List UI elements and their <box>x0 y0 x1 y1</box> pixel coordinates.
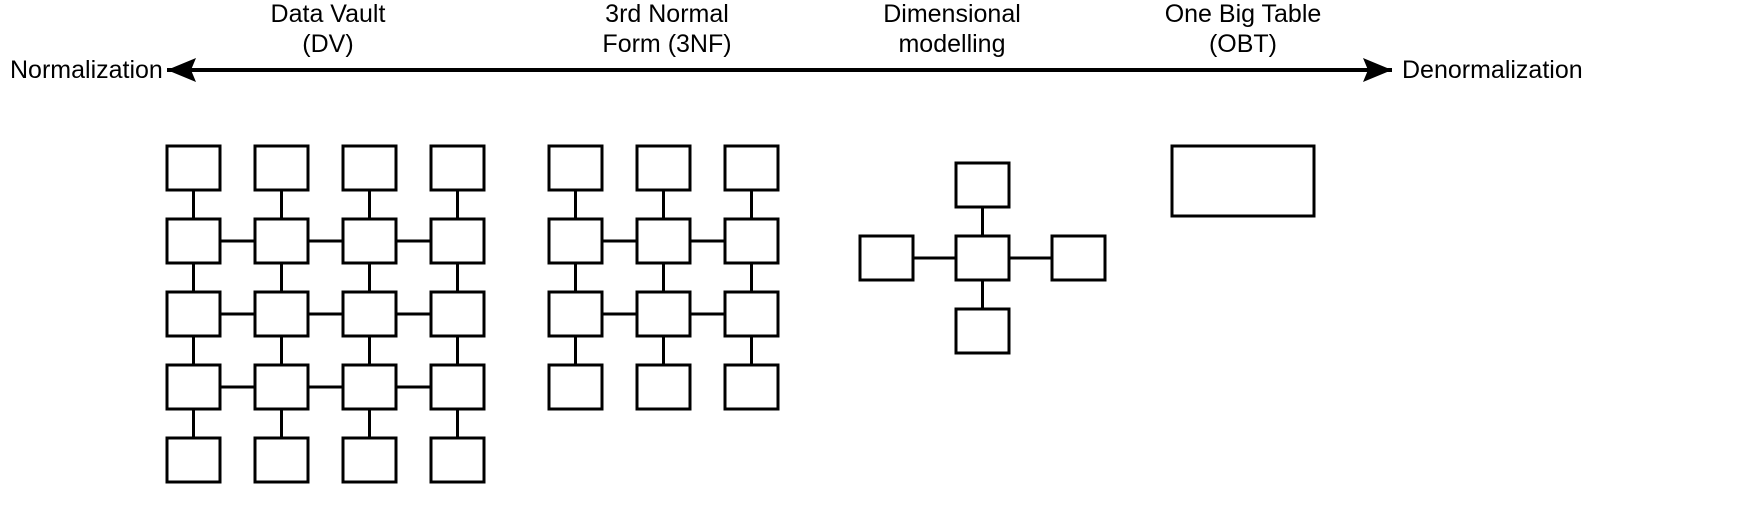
dimension-box-right[interactable] <box>1050 234 1107 282</box>
entity-box[interactable] <box>635 144 692 192</box>
fact-box[interactable] <box>954 234 1011 282</box>
entity-box[interactable] <box>253 363 310 411</box>
entity-box[interactable] <box>253 217 310 265</box>
stage-label-obt-line1: One Big Table <box>1165 0 1322 28</box>
entity-box[interactable] <box>635 290 692 338</box>
model-group-data-vault <box>165 144 486 484</box>
entity-box[interactable] <box>253 290 310 338</box>
model-group-dimensional-modelling <box>858 161 1107 355</box>
entity-box[interactable] <box>341 363 398 411</box>
entity-box[interactable] <box>635 217 692 265</box>
entity-box[interactable] <box>635 363 692 411</box>
stage-labels: Data Vault (DV) 3rd Normal Form (3NF) Di… <box>271 0 1322 58</box>
models-layer <box>165 144 1316 484</box>
entity-box[interactable] <box>723 290 780 338</box>
stage-label-data-vault-line2: (DV) <box>302 30 353 58</box>
entity-box[interactable] <box>429 363 486 411</box>
model-group-third-normal-form <box>547 144 780 411</box>
entity-box[interactable] <box>547 363 604 411</box>
entity-box[interactable] <box>547 290 604 338</box>
stage-label-data-vault-line1: Data Vault <box>271 0 386 28</box>
entity-box[interactable] <box>165 436 222 484</box>
entity-box[interactable] <box>165 217 222 265</box>
stage-label-3nf-line1: 3rd Normal <box>605 0 729 28</box>
entity-box[interactable] <box>723 363 780 411</box>
entity-box[interactable] <box>341 436 398 484</box>
axis-label-normalization: Normalization <box>10 56 163 84</box>
entity-box[interactable] <box>165 290 222 338</box>
dimension-box-down[interactable] <box>954 307 1011 355</box>
stage-label-dimensional-line2: modelling <box>898 30 1005 58</box>
entity-box[interactable] <box>253 144 310 192</box>
entity-box[interactable] <box>165 144 222 192</box>
model-group-one-big-table <box>1170 144 1316 218</box>
entity-box[interactable] <box>341 290 398 338</box>
entity-box[interactable] <box>165 363 222 411</box>
entity-box[interactable] <box>429 436 486 484</box>
axis-label-denormalization: Denormalization <box>1402 56 1583 84</box>
dimension-box-left[interactable] <box>858 234 915 282</box>
entity-box[interactable] <box>547 144 604 192</box>
arrow-head-right-icon <box>1363 58 1392 82</box>
entity-box[interactable] <box>429 290 486 338</box>
entity-box[interactable] <box>253 436 310 484</box>
entity-box[interactable] <box>723 217 780 265</box>
normalization-axis: Normalization Denormalization <box>10 56 1583 84</box>
dimension-box-up[interactable] <box>954 161 1011 209</box>
stage-label-3nf-line2: Form (3NF) <box>602 30 731 58</box>
entity-box[interactable] <box>341 217 398 265</box>
one-big-table-box[interactable] <box>1170 144 1316 218</box>
stage-label-obt-line2: (OBT) <box>1209 30 1277 58</box>
entity-box[interactable] <box>723 144 780 192</box>
stage-label-dimensional-line1: Dimensional <box>883 0 1021 28</box>
entity-box[interactable] <box>429 144 486 192</box>
entity-box[interactable] <box>547 217 604 265</box>
arrow-head-left-icon <box>167 58 196 82</box>
entity-box[interactable] <box>429 217 486 265</box>
entity-box[interactable] <box>341 144 398 192</box>
